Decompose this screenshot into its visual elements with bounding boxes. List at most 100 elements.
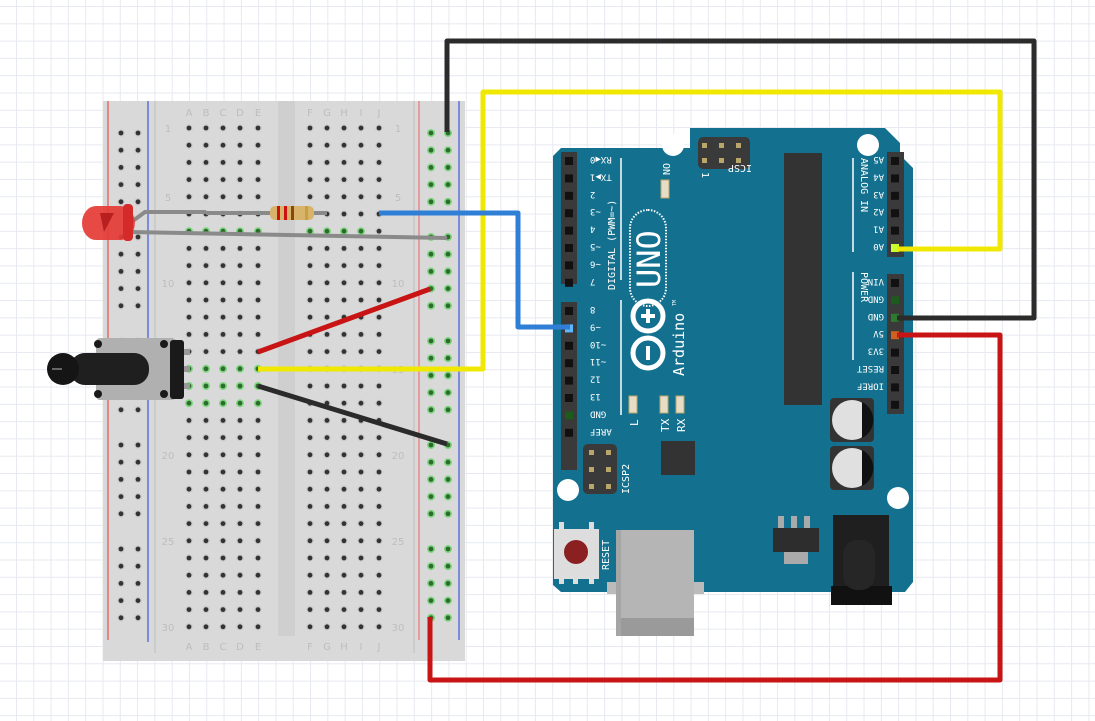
- digital-pin[interactable]: [565, 359, 573, 368]
- right-rail-hole-center: [428, 546, 434, 552]
- power-pin[interactable]: [891, 331, 899, 340]
- power-pin[interactable]: [891, 400, 899, 409]
- rx-label: RX: [675, 418, 688, 432]
- breadboard-hole-center: [255, 125, 261, 131]
- analog-pin[interactable]: [891, 209, 899, 218]
- wire-5v-to-rail[interactable]: [427, 332, 1003, 683]
- breadboard-hole-center: [341, 572, 347, 578]
- power-pin-label: 5V: [873, 328, 884, 338]
- breadboard-hole-center: [324, 314, 330, 320]
- analog-pin[interactable]: [891, 191, 899, 200]
- analog-pin[interactable]: [891, 244, 899, 252]
- breadboard-hole-center: [186, 246, 192, 251]
- digital-pin[interactable]: [565, 209, 573, 218]
- left-rail-hole-center: [135, 199, 141, 205]
- digital-pin[interactable]: [565, 411, 573, 420]
- power-pin[interactable]: [891, 296, 899, 305]
- right-rail-hole-center: [445, 165, 451, 170]
- led[interactable]: [82, 204, 448, 241]
- breadboard-hole-center: [376, 486, 382, 492]
- breadboard-hole-center: [186, 194, 192, 200]
- breadboard-hole-center: [220, 160, 226, 165]
- breadboard-hole-center: [220, 246, 226, 251]
- usb-port[interactable]: [607, 530, 704, 636]
- wire-resistor-to-pin9[interactable]: [379, 210, 570, 330]
- right-rail-hole-center: [428, 598, 434, 603]
- digital-pin[interactable]: [565, 307, 573, 315]
- arduino-uno[interactable]: ICSP 1 ON RX◀0TX▶12~34~5~678~9~10~111213…: [553, 128, 913, 636]
- breadboard-hole-center: [358, 435, 364, 440]
- breadboard-hole-center: [341, 469, 347, 475]
- breadboard-hole-center: [376, 349, 382, 354]
- power-pin-label: GND: [868, 311, 884, 321]
- breadboard-hole-center: [341, 624, 347, 630]
- power-pin[interactable]: [891, 313, 899, 322]
- digital-pin[interactable]: [565, 428, 573, 437]
- column-label: C: [220, 642, 227, 653]
- left-rail-hole-center: [135, 165, 141, 170]
- breadboard-hole-center: [376, 452, 382, 458]
- power-pin[interactable]: [891, 383, 899, 392]
- digital-pin[interactable]: [565, 261, 573, 270]
- column-label: A: [186, 108, 193, 119]
- breadboard-hole-center: [341, 521, 347, 526]
- breadboard-hole-center: [203, 349, 209, 354]
- row-label: 20: [392, 451, 405, 462]
- breadboard-hole-center: [237, 504, 243, 509]
- analog-pin[interactable]: [891, 174, 899, 183]
- breadboard-hole-center: [324, 228, 330, 234]
- resistor[interactable]: [206, 206, 327, 220]
- row-label: 20: [162, 451, 175, 462]
- breadboard-hole-center: [341, 297, 347, 303]
- column-label: I: [360, 108, 363, 119]
- breadboard-hole-center: [220, 469, 226, 475]
- digital-pin[interactable]: [565, 394, 573, 402]
- left-rail-hole-center: [118, 303, 124, 309]
- digital-pin[interactable]: [565, 191, 573, 200]
- wires[interactable]: [257, 38, 1037, 683]
- wire-pot-wiper-to-a0[interactable]: [258, 89, 1003, 372]
- breadboard-hole-center: [341, 418, 347, 423]
- digital-pin[interactable]: [565, 174, 573, 183]
- digital-pin[interactable]: [565, 244, 573, 252]
- left-rail-hole-center: [135, 234, 141, 240]
- analog-pin[interactable]: [891, 226, 899, 235]
- breadboard-hole-center: [220, 194, 226, 200]
- right-rail-hole-center: [445, 355, 451, 361]
- left-rail-hole-center: [135, 615, 141, 621]
- power-pin-label: RESET: [856, 363, 884, 373]
- power-pin[interactable]: [891, 348, 899, 357]
- breadboard-hole-center: [307, 624, 313, 630]
- digital-pin[interactable]: [565, 376, 573, 385]
- breadboard-hole-center: [341, 538, 347, 544]
- breadboard-hole-center: [237, 177, 243, 183]
- wire-ground-to-arduino[interactable]: [444, 38, 1037, 321]
- atmega-chip: [784, 153, 822, 405]
- digital-pin[interactable]: [565, 341, 573, 350]
- breadboard-hole-center: [220, 177, 226, 183]
- capacitor: [830, 446, 874, 490]
- digital-pin[interactable]: [565, 226, 573, 235]
- wire-pot-to-gnd-rail[interactable]: [257, 383, 448, 447]
- breadboard-hole-center: [358, 521, 364, 526]
- digital-pin[interactable]: [565, 157, 573, 165]
- power-pin[interactable]: [891, 366, 899, 374]
- breadboard-hole-center: [203, 452, 209, 458]
- analog-pin[interactable]: [891, 157, 899, 165]
- breadboard[interactable]: AABBCCDDEEFFGGHHIIJJ11551010151520202525…: [103, 101, 465, 661]
- power-pin[interactable]: [891, 279, 899, 287]
- breadboard-hole-center: [307, 383, 313, 389]
- wire-pot-to-5v-rail[interactable]: [257, 286, 431, 355]
- breadboard-hole-center: [255, 452, 261, 458]
- reset-button[interactable]: [554, 522, 599, 584]
- column-label: A: [186, 642, 193, 653]
- potentiometer[interactable]: [47, 338, 190, 400]
- power-jack[interactable]: [831, 515, 892, 605]
- digital-pin[interactable]: [565, 278, 573, 287]
- right-rail-hole-center: [445, 199, 451, 205]
- digital-pin-label: 7: [590, 276, 595, 286]
- breadboard-hole-center: [307, 590, 313, 595]
